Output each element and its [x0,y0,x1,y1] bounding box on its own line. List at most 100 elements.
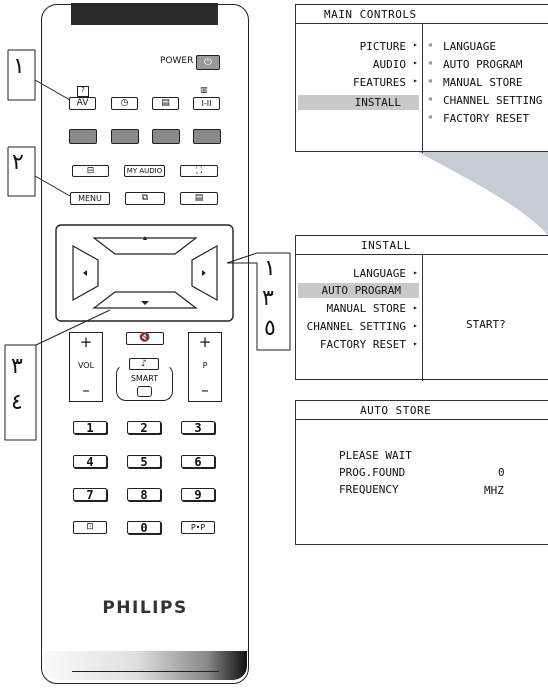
install-item-channel-setting[interactable]: CHANNEL SETTING [306,320,406,333]
install-item-manual-store[interactable]: MANUAL STORE [326,302,406,315]
green-key[interactable] [111,129,139,144]
callout-right-5: ٥ [264,316,276,341]
install-title-bar: INSTALL [296,236,548,255]
dual-sound-button[interactable]: I-II [193,97,220,110]
text-button[interactable]: ▤ [180,192,218,205]
chevron-right-icon: ▸ [413,268,418,277]
chevron-right-icon: ▸ [413,76,418,85]
install-title: INSTALL [361,239,411,252]
down-arrow-icon [141,301,149,305]
chevron-right-icon: ▸ [413,303,418,312]
window-button[interactable]: ⧉ [125,192,165,205]
submenu-item-language: LANGUAGE [443,40,496,53]
submenu-item-manual-store: MANUAL STORE [443,76,523,89]
callout-right-3: ٣ [262,286,274,311]
program-rocker[interactable] [188,332,222,402]
red-key[interactable] [69,129,97,144]
timer-button[interactable]: ◷ [111,97,138,110]
prog-found-label: PROG.FOUND [339,466,406,479]
volume-up[interactable]: + [79,333,93,351]
info-button[interactable]: ⊡ [73,521,107,534]
my-audio-button[interactable]: MY AUDIO [124,165,165,177]
mute-button[interactable]: 🔇 [126,332,164,345]
install-item-auto-program[interactable]: AUTO PROGRAM [321,284,401,297]
divider [422,23,423,153]
main-controls-title-bar: MAIN CONTROLS [296,5,548,24]
please-wait-text: PLEASE WAIT [339,449,412,462]
remote-bottom-shade [44,651,247,680]
bullet-icon: ▪ [428,40,433,49]
chevron-right-icon: ▸ [413,58,418,67]
digit-6-button[interactable]: 6 [181,455,215,468]
smart-sound-button[interactable]: ♪ [129,358,159,370]
smart-bracket [116,364,173,401]
blue-key[interactable] [193,129,221,144]
format-button[interactable]: ⊟ [72,165,109,177]
frequency-unit: MHZ [484,484,504,497]
menu-item-audio[interactable]: AUDIO [372,58,406,71]
remote-top-bar [71,3,218,25]
program-up[interactable]: + [198,333,212,351]
zoom-button[interactable]: ⛶ [180,165,218,177]
program-down[interactable]: – [201,381,209,399]
menu-item-picture[interactable]: PICTURE [359,40,406,53]
callout-left-4: ٤ [11,390,23,415]
down-button[interactable] [92,291,198,309]
up-arrow-icon [143,236,147,240]
chevron-right-icon: ▸ [413,321,418,330]
digit-3-button[interactable]: 3 [181,421,215,434]
chevron-right-icon: ▸ [413,40,418,49]
av-button[interactable]: AV [69,97,96,110]
brand-logo: PHILIPS [102,598,188,618]
install-item-language[interactable]: LANGUAGE [353,267,406,280]
volume-down[interactable]: – [82,381,90,399]
digit-2-button[interactable]: 2 [127,421,161,434]
bullet-icon: ▪ [428,58,433,67]
format-icon: ⊟ [86,165,95,176]
digit-0-button[interactable]: 0 [127,521,161,534]
yellow-key[interactable] [152,129,180,144]
right-arrow-icon [202,270,206,276]
bullet-icon: ▪ [428,112,433,121]
timer-icon: ◷ [120,98,129,108]
power-button[interactable]: ⏻ [196,55,220,70]
digit-7-button[interactable]: 7 [73,488,107,501]
prog-found-value: 0 [498,466,505,479]
callout-left-3: ٣ [11,354,23,379]
digit-4-button[interactable]: 4 [73,455,107,468]
auto-store-title: AUTO STORE [360,404,432,417]
teletext-mix-icon: ▥ [200,85,208,94]
install-item-factory-reset[interactable]: FACTORY RESET [319,338,406,351]
menu-item-install[interactable]: INSTALL [354,96,401,109]
main-controls-menu: MAIN CONTROLS PICTURE AUDIO FEATURES INS… [295,4,548,153]
menu-button[interactable]: MENU [70,192,110,205]
teletext-icon: ▤ [161,98,170,108]
pp-button[interactable]: P•P [181,521,215,534]
digit-8-button[interactable]: 8 [127,488,161,501]
text-icon: ▤ [194,193,204,203]
digit-1-button[interactable]: 1 [73,421,107,434]
divider [422,254,423,381]
left-arrow-icon [83,270,87,276]
start-prompt: START? [466,318,506,331]
mute-icon: 🔇 [139,333,151,343]
auto-store-title-bar: AUTO STORE [296,401,548,420]
teletext-button[interactable]: ▤ [152,97,179,110]
menu-item-features[interactable]: FEATURES [353,76,406,89]
help-icon: ? [77,86,89,97]
main-controls-title: MAIN CONTROLS [324,8,417,21]
digit-5-button[interactable]: 5 [127,455,161,468]
music-note-icon: ♪ [141,358,147,369]
callout-right-1: ١ [264,256,276,281]
submenu-item-auto-program: AUTO PROGRAM [443,58,523,71]
volume-rocker[interactable] [69,332,103,402]
navigation-pad [55,224,234,322]
bullet-icon: ▪ [428,94,433,103]
chevron-right-icon: ▸ [413,339,418,348]
frequency-label: FREQUENCY [339,483,399,496]
callout-1: ١ [13,54,25,79]
digit-9-button[interactable]: 9 [181,488,215,501]
smart-picture-button[interactable] [137,386,152,397]
up-button[interactable] [92,237,198,255]
